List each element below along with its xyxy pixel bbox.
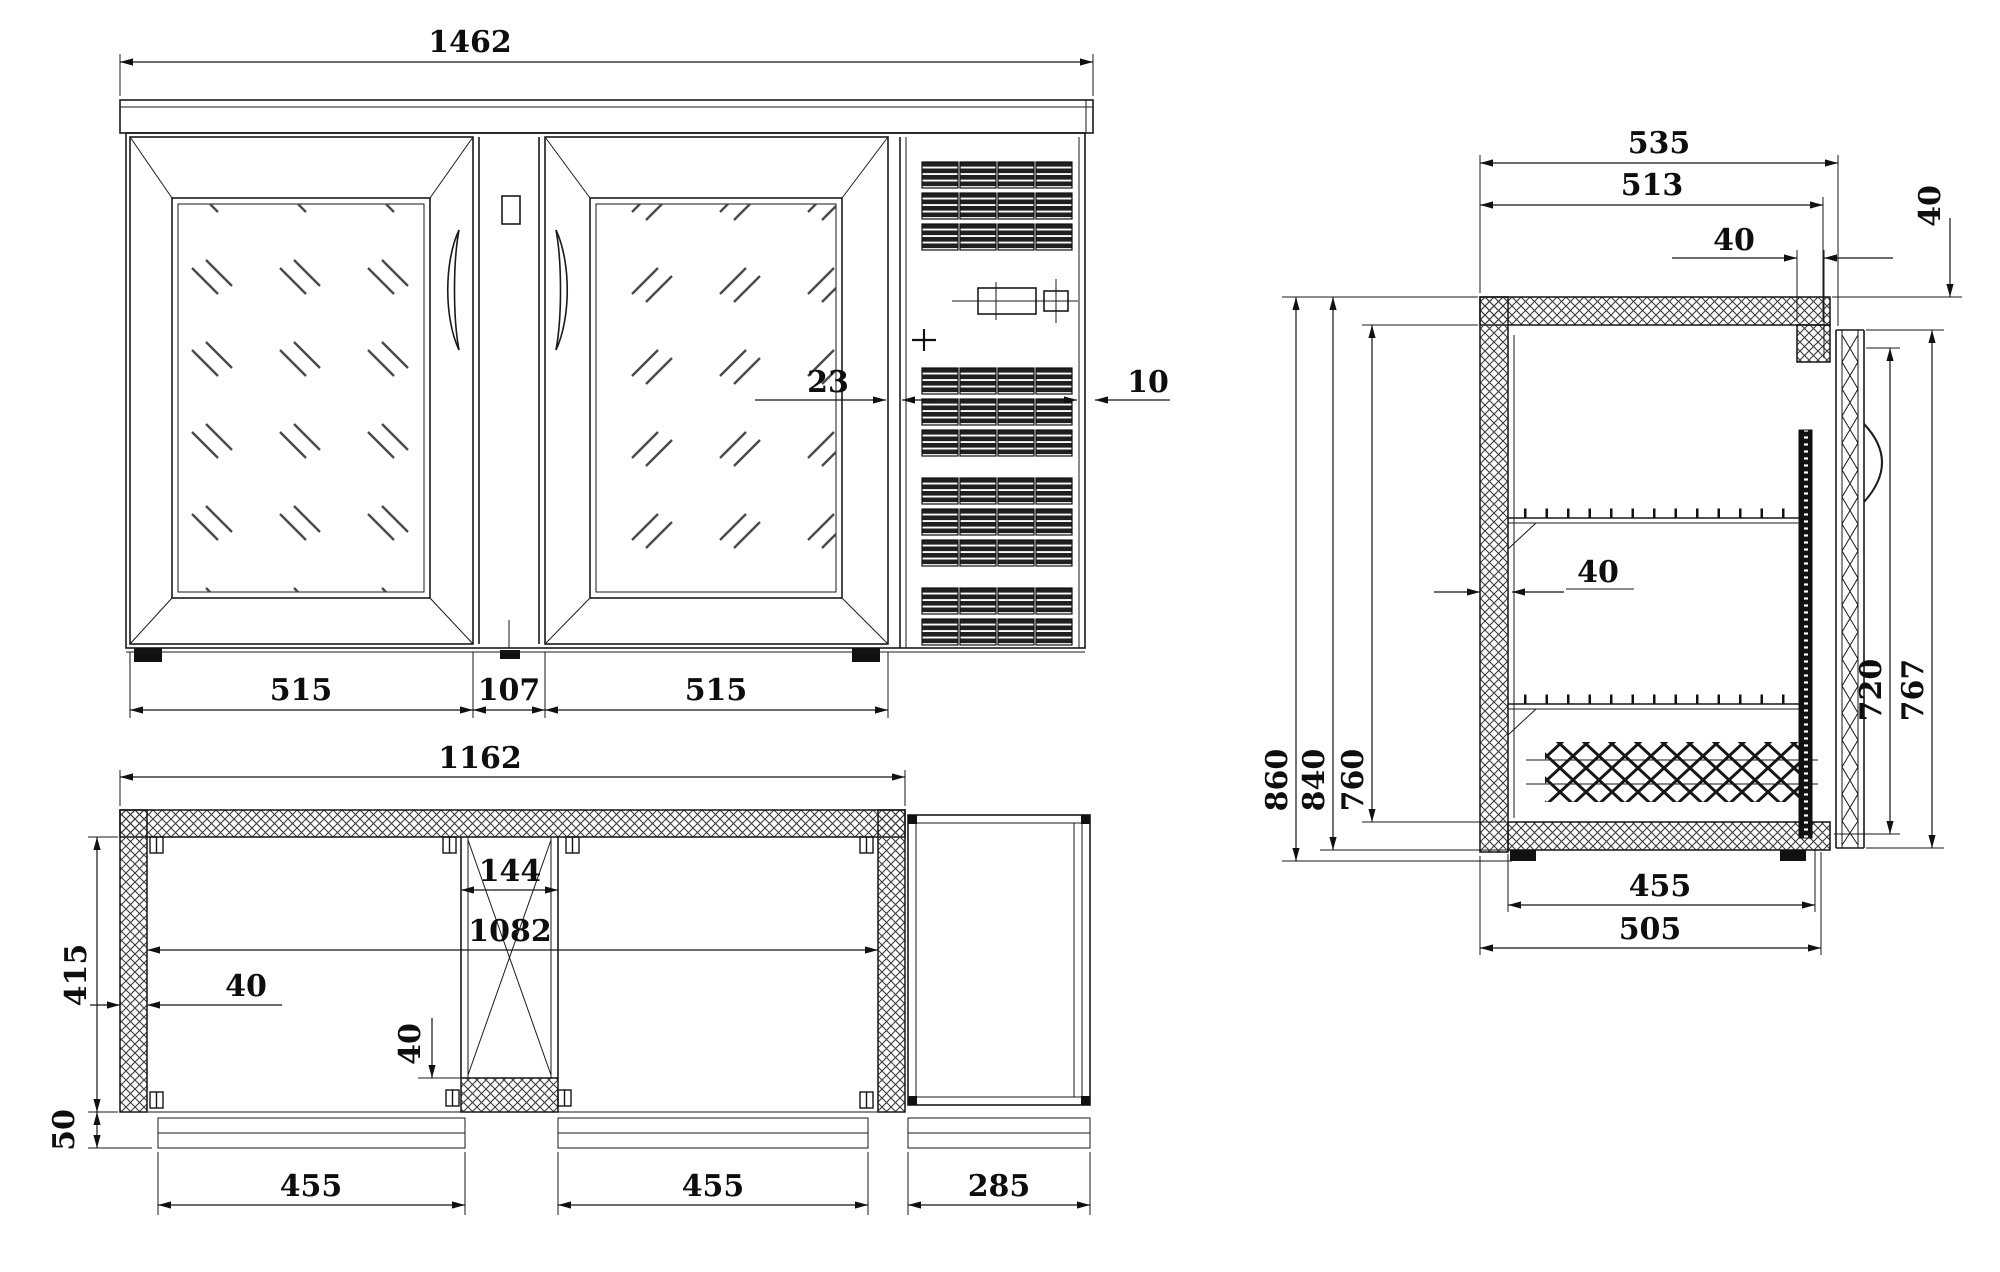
plan-right-wall [877,809,906,1113]
side-bottom-wall [1507,821,1831,851]
dim-label: 107 [478,673,541,708]
dim-label: 840 [1297,749,1332,812]
dim-plan-depth: 415 [59,836,118,1113]
dim-label: 144 [479,854,542,889]
dim-label: 40 [1577,555,1619,590]
dim-front-mullion: 107 [473,673,545,714]
dim-side-glass-height: 720 [1834,347,1900,835]
dim-plan-mullion: 144 [461,854,558,894]
dim-front-overall-width: 1462 [119,25,1094,96]
plan-compressor-bay [907,814,1091,1106]
vent-grille [921,161,1073,646]
dim-side-base-depth: 505 [1479,852,1822,955]
plan-mullion-column [445,837,572,1113]
front-body [125,132,1086,649]
dim-side-interior-height: 760 [1336,324,1506,823]
side-top-wall [1479,296,1831,326]
dim-plan-wall: 40 [90,969,282,1009]
dim-label: 40 [1913,185,1948,227]
front-right-foot [852,648,880,662]
front-right-door [544,136,889,645]
dim-label: 40 [225,969,267,1004]
dim-label: 40 [1713,223,1755,258]
side-evaporator-coil [1526,742,1818,802]
front-view: 1462 515 107 515 23 10 [119,25,1170,718]
dim-plan-left-opening: 455 [157,1152,466,1215]
dim-side-overall-height: 860 [1260,296,1512,862]
dim-side-overall-depth: 535 [1479,126,1839,326]
dim-side-wall: 40 [1434,555,1634,596]
switch-symbol [952,279,1078,323]
dim-label: 455 [280,1169,343,1204]
dim-label: 513 [1621,168,1684,203]
lock-display [501,195,521,225]
plan-base-plates [157,1117,1091,1149]
dim-label: 10 [1127,365,1169,400]
dim-label: 515 [685,673,748,708]
dim-plan-body-width: 1162 [119,741,906,806]
dim-label: 455 [682,1169,745,1204]
dim-label: 767 [1896,659,1931,722]
dim-front-left-door: 515 [129,652,474,718]
dim-plan-right-opening: 455 [557,1152,869,1215]
dim-label: 1082 [468,914,552,949]
dim-front-door-gap: 23 [755,365,934,404]
dim-label: 535 [1628,126,1691,161]
screw-icon [912,329,936,351]
plan-mullion-block [460,1077,559,1113]
dim-front-right-door: 515 [544,652,889,718]
dim-label: 720 [1854,659,1889,722]
dim-label: 505 [1619,912,1682,947]
glass-hatch-left [178,204,424,592]
dim-side-door-height: 767 [1866,329,1944,849]
side-view: 535 513 40 40 860 840 [1260,126,1962,955]
front-mullion [478,137,540,659]
side-back-foot [1510,850,1536,861]
dim-label: 1462 [428,25,512,60]
dim-side-body-height: 840 [1297,297,1506,851]
side-door-section [1835,329,1883,849]
dim-label: 415 [59,944,94,1007]
dim-side-top-drop: 40 [1832,185,1962,298]
dim-plan-compressor: 285 [907,1152,1091,1215]
side-front-foot [1780,850,1806,861]
dim-label: 760 [1336,749,1371,812]
dim-label: 285 [968,1169,1031,1204]
side-door-handle [1863,423,1883,503]
dim-plan-interior: 1082 [147,914,878,954]
dim-label: 860 [1260,749,1295,812]
dim-label: 1162 [438,741,522,776]
dim-label: 515 [270,673,333,708]
right-door-handle [555,229,569,351]
dim-front-grille-gap: 10 [1042,365,1170,404]
front-vent-panel [899,137,1080,648]
front-top-band [119,99,1094,134]
plan-back-wall [119,809,906,838]
side-back-wall [1479,296,1509,853]
dim-label: 455 [1629,869,1692,904]
left-door-handle [446,229,460,351]
glass-hatch-right [596,204,836,592]
dim-label: 23 [807,365,849,400]
top-view: 1162 144 1082 40 415 50 40 [47,741,1091,1215]
front-left-foot [134,648,162,662]
side-shelf-lower [1507,694,1812,736]
plan-left-wall [119,809,148,1113]
dim-plan-plinth: 50 [47,1109,152,1151]
dim-plan-mullion-depth: 40 [393,1018,461,1079]
side-shelf-rail [1798,429,1813,839]
side-shelf-upper [1507,508,1812,550]
dim-label: 50 [47,1109,82,1151]
dim-side-body-depth: 513 [1480,168,1824,322]
side-front-top-rail [1796,324,1831,363]
dim-side-top-rail: 40 [1672,223,1893,358]
front-left-door [129,136,474,645]
dim-side-bottom-interior: 455 [1507,850,1816,912]
dim-label: 40 [393,1023,428,1065]
